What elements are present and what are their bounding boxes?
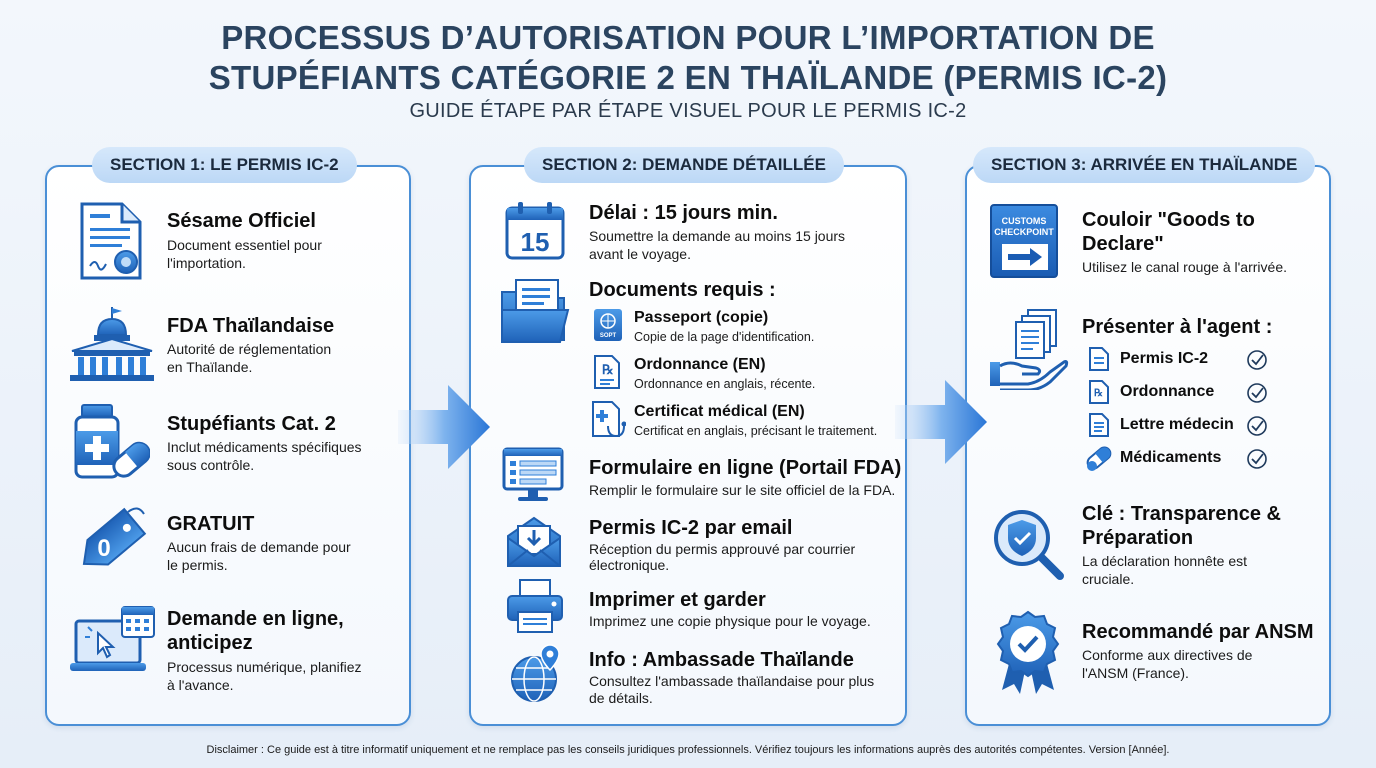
customs-sign-icon: CUSTOMS CHECKPOINT — [990, 204, 1058, 278]
doc-medcert-desc: Certificat en anglais, précisant le trai… — [634, 424, 878, 438]
permit-doc-icon — [1089, 347, 1109, 371]
print-desc: Imprimez une copie physique pour le voya… — [589, 613, 871, 629]
check-circle-icon — [1247, 449, 1267, 469]
prescription-icon: ℞ — [594, 355, 620, 389]
shield-magnifier-icon — [994, 510, 1064, 580]
page-title-line1: PROCESSUS D’AUTORISATION POUR L’IMPORTAT… — [221, 19, 1155, 56]
print-title: Imprimer et garder — [589, 589, 766, 611]
delay-desc-line2: avant le voyage. — [589, 246, 691, 262]
section1-item1-desc-line1: Document essentiel pour — [167, 237, 322, 253]
printer-icon — [507, 579, 563, 633]
arrow-right-icon — [1002, 244, 1048, 270]
certificate-icon — [80, 202, 142, 280]
section3-label: SECTION 3: ARRIVÉE EN THAÏLANDE — [973, 147, 1316, 183]
section1-item5-title-line1: Demande en ligne, — [167, 608, 344, 630]
email-title: Permis IC-2 par email — [589, 517, 793, 539]
ansm-desc-line1: Conforme aux directives de — [1082, 647, 1253, 663]
hand-documents-icon — [990, 309, 1069, 390]
customs-sign-line2: CHECKPOINT — [994, 227, 1054, 237]
present-item-prescription: Ordonnance — [1120, 383, 1215, 400]
ansm-desc-line2: l'ANSM (France). — [1082, 665, 1189, 681]
section1-item5-title-line2: anticipez — [167, 632, 253, 654]
section1-item5-desc-line1: Processus numérique, planifiez — [167, 659, 362, 675]
present-title: Présenter à l'agent : — [1082, 316, 1273, 338]
present-item-permit: Permis IC-2 — [1120, 350, 1209, 367]
page-subtitle: GUIDE ÉTAPE PAR ÉTAPE VISUEL POUR LE PER… — [409, 100, 967, 122]
section1-item3-title: Stupéfiants Cat. 2 — [167, 413, 336, 435]
section1-item1-title: Sésame Officiel — [167, 210, 316, 232]
award-badge-icon — [996, 610, 1060, 694]
form-title: Formulaire en ligne (Portail FDA) — [589, 457, 902, 479]
email-desc-line1: Réception du permis approuvé par courrie… — [589, 541, 856, 557]
check-circle-icon — [1247, 383, 1267, 403]
present-item-letter: Lettre médecin — [1120, 416, 1234, 433]
section2-label: SECTION 2: DEMANDE DÉTAILLÉE — [524, 147, 844, 183]
corridor-desc: Utilisez le canal rouge à l'arrivée. — [1082, 259, 1287, 275]
doc-passport-title: Passeport (copie) — [634, 309, 769, 326]
section1-item4-title: GRATUIT — [167, 513, 255, 535]
key-title-line2: Préparation — [1082, 527, 1194, 549]
prescription-doc-icon: ℞ — [1089, 380, 1109, 404]
key-title-line1: Clé : Transparence & — [1082, 503, 1281, 525]
government-building-icon — [70, 307, 154, 381]
present-item-medicines: Médicaments — [1120, 449, 1222, 466]
medical-certificate-icon — [592, 401, 626, 438]
price-tag-text: 0 — [97, 535, 110, 562]
price-tag-icon: 0 — [82, 507, 147, 566]
form-desc: Remplir le formulaire sur le site offici… — [589, 482, 896, 498]
letter-doc-icon — [1089, 413, 1109, 437]
doc-prescription-title: Ordonnance (EN) — [634, 356, 766, 373]
customs-sign-line1: CUSTOMS — [1001, 216, 1047, 226]
key-desc-line1: La déclaration honnête est — [1082, 553, 1248, 569]
email-download-icon — [507, 516, 561, 567]
section1-item4-desc-line2: le permis. — [167, 557, 228, 573]
check-circle-icon — [1247, 416, 1267, 436]
section1-item2-title: FDA Thaïlandaise — [167, 315, 335, 337]
pills-icon — [1086, 446, 1112, 471]
embassy-desc-line1: Consultez l'ambassade thaïlandaise pour … — [589, 673, 875, 689]
disclaimer: Disclaimer : Ce guide est à titre inform… — [206, 744, 1170, 756]
online-form-icon — [502, 447, 564, 501]
key-desc-line2: cruciale. — [1082, 571, 1135, 587]
calendar-icon: 15 — [505, 202, 565, 260]
check-circle-icon — [1247, 350, 1267, 370]
page-title-line2: STUPÉFIANTS CATÉGORIE 2 EN THAÏLANDE (PE… — [208, 59, 1168, 96]
laptop-calendar-icon — [70, 606, 155, 671]
doc-medcert-title: Certificat médical (EN) — [634, 403, 805, 420]
section1-item1-desc-line2: l'importation. — [167, 255, 246, 271]
email-desc-line2: électronique. — [589, 557, 670, 573]
documents-title: Documents requis : — [589, 279, 776, 301]
section1-item4-desc-line1: Aucun frais de demande pour — [167, 539, 351, 555]
section1-item5-desc-line2: à l'avance. — [167, 677, 234, 693]
section1-item3-desc-line2: sous contrôle. — [167, 457, 255, 473]
passport-icon: SOPT — [594, 309, 622, 341]
svg-text:℞: ℞ — [1094, 388, 1103, 399]
doc-passport-desc: Copie de la page d'identification. — [634, 330, 815, 344]
calendar-number: 15 — [521, 227, 550, 257]
section1-item3-desc-line1: Inclut médicaments spécifiques — [167, 439, 362, 455]
embassy-title: Info : Ambassade Thaïlande — [589, 649, 854, 671]
section1-item2-desc-line2: en Thaïlande. — [167, 359, 253, 375]
section1-item2-desc-line1: Autorité de réglementation — [167, 341, 332, 357]
doc-prescription-desc: Ordonnance en anglais, récente. — [634, 377, 816, 391]
embassy-desc-line2: de détails. — [589, 690, 653, 706]
flow-arrow-1-icon — [398, 385, 490, 469]
delay-title: Délai : 15 jours min. — [589, 202, 778, 224]
page-title: PROCESSUS D’AUTORISATION POUR L’IMPORTAT… — [0, 18, 1376, 98]
section1-label: SECTION 1: LE PERMIS IC-2 — [92, 147, 357, 183]
svg-text:℞: ℞ — [602, 362, 614, 377]
globe-location-icon — [511, 644, 560, 702]
folder-documents-icon — [501, 279, 570, 343]
corridor-title-line2: Declare" — [1082, 233, 1164, 255]
flow-arrow-2-icon — [895, 380, 987, 464]
corridor-title-line1: Couloir "Goods to — [1082, 209, 1255, 231]
passport-icon-text: SOPT — [600, 333, 617, 339]
ansm-title: Recommandé par ANSM — [1082, 621, 1314, 643]
delay-desc-line1: Soumettre la demande au moins 15 jours — [589, 228, 846, 244]
medicine-bottle-icon — [74, 404, 150, 479]
